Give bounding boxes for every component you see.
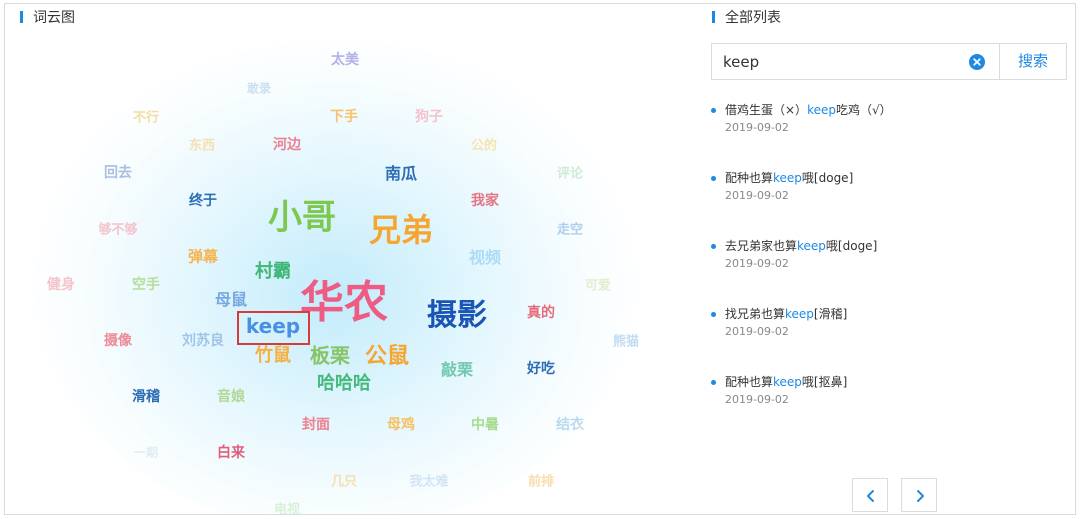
- result-title-text: 借鸡生蛋（×）: [725, 103, 808, 117]
- result-title-text: 哦[doge]: [801, 171, 854, 185]
- word-cloud-word[interactable]: 结衣: [556, 417, 584, 433]
- result-keyword: keep: [797, 239, 826, 253]
- word-cloud-word[interactable]: 滑稽: [132, 389, 160, 405]
- bullet-icon: [711, 176, 716, 181]
- bullet-icon: [711, 380, 716, 385]
- word-cloud-word[interactable]: 摄影: [427, 298, 487, 333]
- word-cloud-word[interactable]: 弹幕: [187, 247, 219, 266]
- word-cloud-word[interactable]: 可爱: [584, 278, 612, 294]
- clear-icon[interactable]: [969, 54, 985, 70]
- chevron-right-icon: [917, 490, 924, 502]
- word-cloud-word[interactable]: 空手: [132, 277, 160, 293]
- word-cloud-word[interactable]: 我太难: [409, 474, 449, 490]
- word-cloud-word[interactable]: 小哥: [268, 197, 336, 238]
- result-title-text: 配种也算: [725, 171, 774, 185]
- word-cloud-word[interactable]: 白来: [217, 445, 245, 461]
- word-cloud-glow: [35, 40, 635, 514]
- result-title[interactable]: 配种也算keep哦[doge]: [725, 169, 853, 187]
- bullet-icon: [711, 244, 716, 249]
- word-cloud-word[interactable]: 中暑: [471, 417, 499, 433]
- prev-page-button[interactable]: [852, 478, 888, 512]
- search-button[interactable]: 搜索: [1000, 43, 1067, 80]
- word-cloud-word[interactable]: 音娘: [217, 389, 245, 405]
- result-title-text: 配种也算: [725, 375, 774, 389]
- word-cloud-word[interactable]: 河边: [273, 137, 301, 153]
- word-cloud-word[interactable]: 前排: [527, 474, 555, 490]
- word-cloud-word[interactable]: 评论: [556, 166, 584, 182]
- result-date: 2019-09-02: [725, 393, 789, 406]
- next-page-button[interactable]: [901, 478, 937, 512]
- result-keyword: keep: [807, 103, 836, 117]
- word-cloud-word[interactable]: 南瓜: [384, 164, 418, 183]
- word-cloud-word[interactable]: 村霸: [255, 261, 291, 282]
- word-cloud-word[interactable]: 封面: [302, 417, 330, 433]
- word-cloud-word[interactable]: 熊猫: [612, 334, 640, 350]
- word-cloud-word[interactable]: 电视: [273, 502, 301, 515]
- word-cloud-word[interactable]: 公的: [470, 138, 498, 154]
- result-title[interactable]: 找兄弟也算keep[滑稽]: [725, 305, 847, 323]
- search-input[interactable]: [712, 44, 962, 79]
- word-cloud-word[interactable]: 兄弟: [368, 211, 434, 249]
- word-cloud-word[interactable]: 健身: [47, 277, 75, 293]
- word-cloud-word[interactable]: 华农: [300, 277, 388, 328]
- result-title-text: 哦[抠鼻]: [801, 375, 848, 389]
- result-title[interactable]: 去兄弟家也算keep哦[doge]: [725, 237, 877, 255]
- word-cloud-word[interactable]: 我家: [471, 193, 499, 209]
- result-date: 2019-09-02: [725, 189, 789, 202]
- bullet-icon: [711, 108, 716, 113]
- list-title: 全部列表: [712, 9, 781, 27]
- result-date: 2019-09-02: [725, 325, 789, 338]
- word-cloud-word[interactable]: 几只: [330, 474, 358, 490]
- word-cloud-word[interactable]: 刘苏良: [182, 333, 224, 349]
- bullet-icon: [711, 312, 716, 317]
- result-title[interactable]: 配种也算keep哦[抠鼻]: [725, 373, 847, 391]
- word-cloud: 太美敢录不行 下手 狗子东西 河边 公的回去 南瓜 评论终于 小哥兄弟 我家够不够 走空弹幕村霸 视…: [5, 30, 690, 514]
- search-box: [711, 43, 1000, 80]
- word-cloud-word[interactable]: 走空: [556, 222, 584, 238]
- word-cloud-word[interactable]: 哈哈哈: [317, 373, 371, 394]
- word-cloud-word[interactable]: 板栗: [310, 343, 350, 368]
- word-cloud-word[interactable]: 竹鼠: [255, 345, 291, 366]
- word-cloud-word[interactable]: 好吃: [527, 361, 555, 377]
- word-cloud-word[interactable]: 摄像: [104, 333, 132, 349]
- result-title-text: 去兄弟家也算: [725, 239, 798, 253]
- word-cloud-word-highlighted[interactable]: keep: [245, 314, 301, 338]
- result-date: 2019-09-02: [725, 121, 789, 134]
- word-cloud-title: 词云图: [20, 9, 75, 27]
- word-cloud-word[interactable]: 真的: [527, 305, 555, 321]
- word-cloud-word[interactable]: 视频: [468, 248, 502, 267]
- word-cloud-word[interactable]: 一期: [133, 445, 159, 460]
- chevron-left-icon: [867, 490, 874, 502]
- result-keyword: keep: [773, 171, 802, 185]
- word-cloud-word[interactable]: 公鼠: [364, 344, 410, 369]
- result-keyword: keep: [773, 375, 802, 389]
- result-title[interactable]: 借鸡生蛋（×）keep吃鸡（√）: [725, 101, 892, 119]
- word-cloud-word[interactable]: 母鼠: [214, 290, 248, 309]
- word-cloud-word[interactable]: 够不够: [98, 222, 138, 238]
- word-cloud-word[interactable]: 敢录: [246, 81, 272, 96]
- title-marker: [20, 11, 23, 23]
- result-date: 2019-09-02: [725, 257, 789, 270]
- word-cloud-word[interactable]: 下手: [330, 109, 358, 125]
- highlighted-word-box: [237, 311, 310, 345]
- result-title-text: 吃鸡（√）: [835, 103, 892, 117]
- result-keyword: keep: [785, 307, 814, 321]
- title-marker: [712, 11, 715, 23]
- word-cloud-word[interactable]: 太美: [331, 52, 359, 68]
- word-cloud-word[interactable]: 狗子: [415, 109, 443, 125]
- word-cloud-word[interactable]: 回去: [104, 165, 132, 181]
- result-title-text: 找兄弟也算: [725, 307, 786, 321]
- result-title-text: 哦[doge]: [825, 239, 878, 253]
- word-cloud-word[interactable]: 终于: [189, 193, 217, 209]
- word-cloud-word[interactable]: 不行: [132, 110, 160, 126]
- word-cloud-word[interactable]: 东西: [188, 138, 216, 154]
- result-title-text: [滑稽]: [813, 307, 848, 321]
- word-cloud-word[interactable]: 敲栗: [440, 360, 474, 379]
- word-cloud-word[interactable]: 母鸡: [387, 417, 415, 433]
